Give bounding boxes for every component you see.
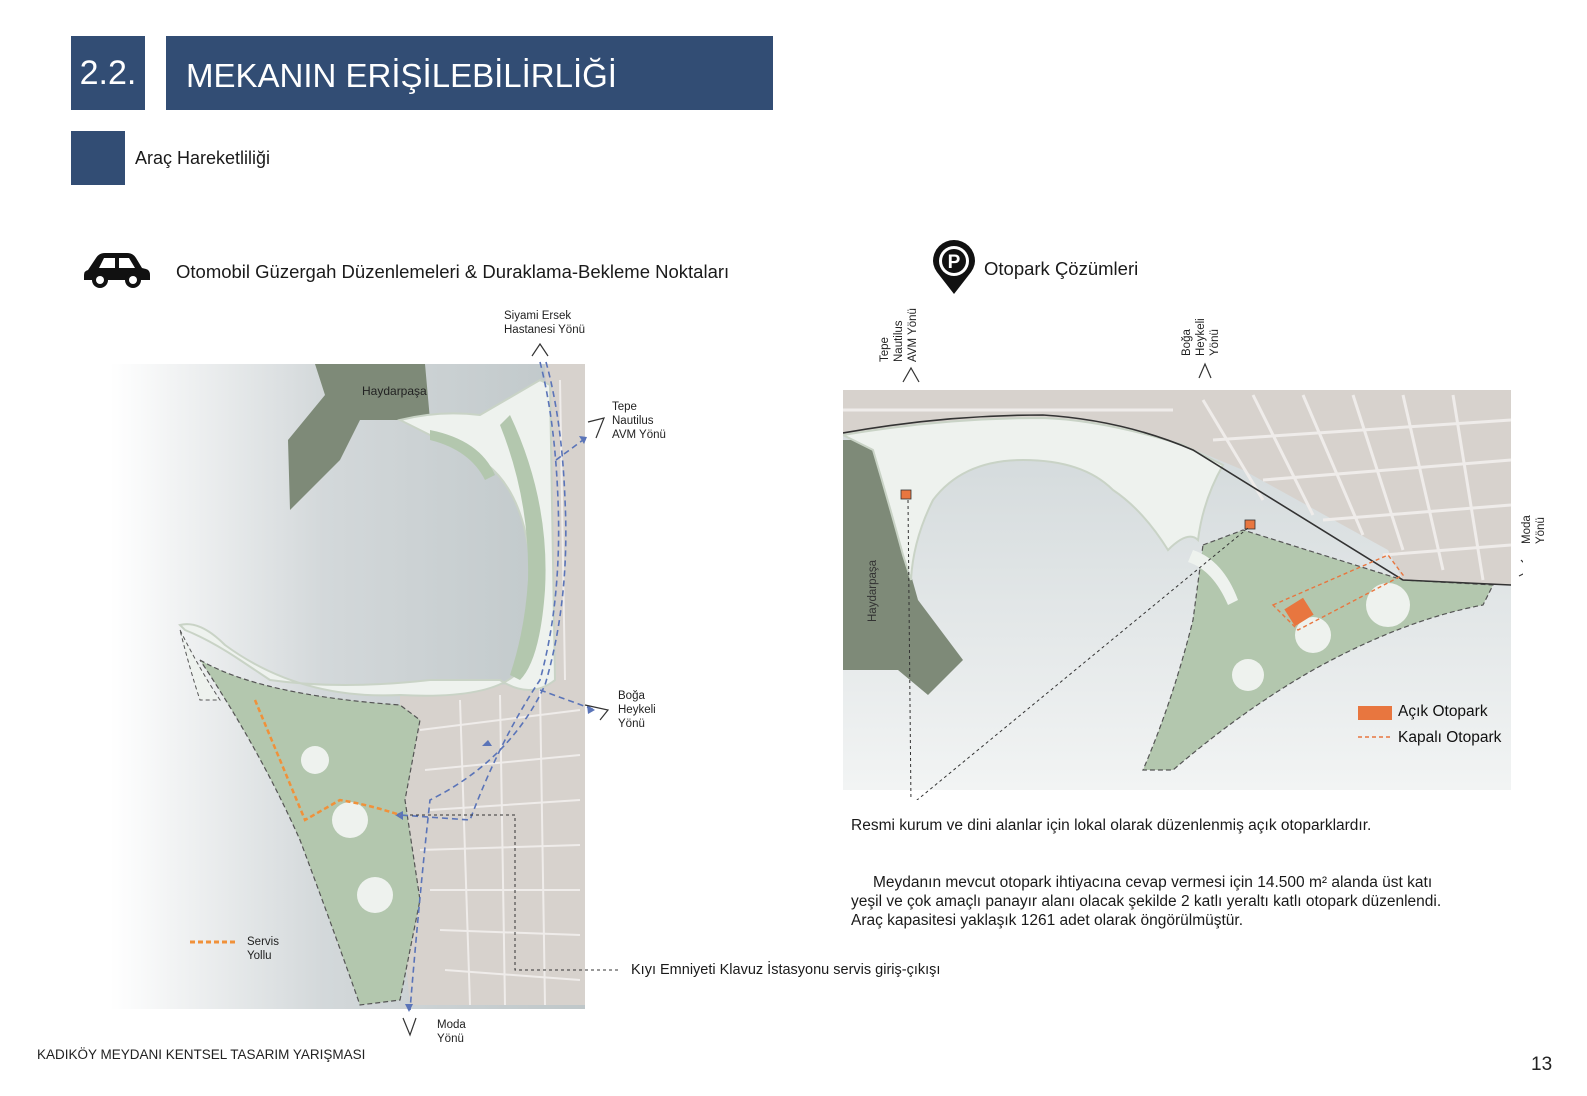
svg-text:P: P: [948, 252, 961, 273]
subsection-marker: [71, 131, 125, 185]
page-number: 13: [1531, 1054, 1553, 1075]
city-blocks-right: [843, 390, 1511, 585]
parking-callout-lines: [907, 499, 1249, 800]
main-road-line: [843, 414, 1512, 586]
haydarpasa-area-right: [843, 440, 963, 695]
left-panel-heading: Otomobil Güzergah Düzenlemeleri & Durakl…: [176, 261, 730, 282]
callout-line: [410, 814, 620, 971]
vehicle-routes: [399, 361, 596, 1011]
city-blocks-area: [400, 680, 585, 1005]
footer-competition-title: KADIKÖY MEYDANI KENTSEL TASARIM YARIŞMAS…: [37, 1047, 366, 1062]
service-route: [253, 699, 401, 822]
parking-note-underground: Meydanın mevcut otopark ihtiyacına cevap…: [851, 874, 1442, 929]
parking-note-local: Resmi kurum ve dini alanlar için lokal o…: [851, 817, 1372, 834]
legend-open-parking: Açık Otopark: [1398, 703, 1488, 720]
park-green-area: [199, 659, 421, 1006]
open-parking-1: [900, 489, 912, 500]
label-haydarpasa-right: Haydarpaşa: [867, 559, 879, 622]
parking-pin-icon: P: [933, 240, 975, 294]
section-title: MEKANIN ERİŞİLEBİLİRLİĞİ: [166, 36, 773, 110]
haydarpasa-label: Haydarpaşa: [362, 384, 427, 398]
haydarpasa-area: [288, 364, 430, 510]
legend-closed-parking: Kapalı Otopark: [1398, 729, 1502, 746]
service-legend-swatch: [190, 940, 236, 944]
vehicle-route-map: Haydarpaşa: [110, 342, 620, 1037]
car-icon: [84, 253, 150, 288]
section-number: 2.2.: [71, 36, 145, 110]
promenade-right: [843, 416, 1225, 581]
open-parking-2: [1244, 519, 1256, 530]
right-panel-heading: Otopark Çözümleri: [984, 258, 1139, 279]
closed-parking-outline: [1271, 554, 1405, 631]
legend-open-swatch: [1358, 706, 1392, 720]
open-parking-3: [1284, 597, 1314, 627]
callout-kiyi-emniyeti: Kıyı Emniyeti Klavuz İstasyonu servis gi…: [631, 962, 941, 978]
parking-map: [843, 362, 1523, 800]
subsection-title: Araç Hareketliliği: [135, 148, 271, 168]
